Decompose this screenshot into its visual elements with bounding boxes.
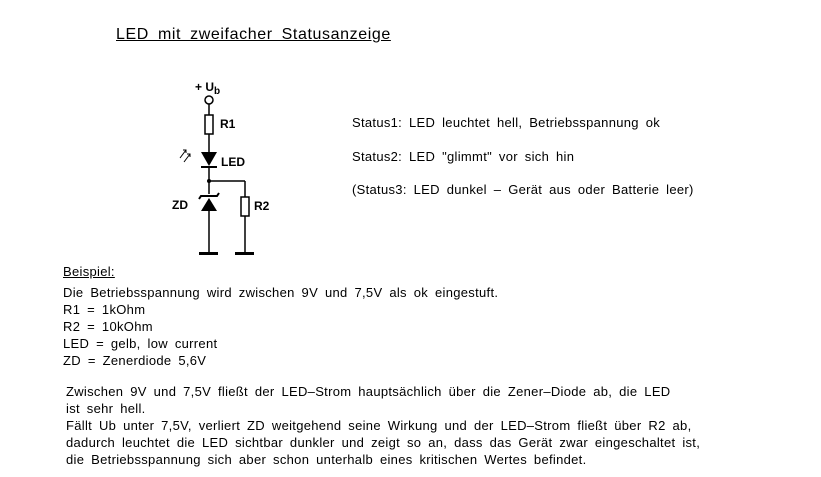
status-2-text: Status2: LED "glimmt" vor sich hin <box>352 149 575 164</box>
example-line: R2 = 10kOhm <box>63 319 153 334</box>
ground-symbol <box>235 252 254 255</box>
ground-symbol <box>199 252 218 255</box>
supply-label: + Ub <box>195 80 220 97</box>
zener-diode-symbol <box>201 198 217 211</box>
status-3-text: (Status3: LED dunkel – Gerät aus oder Ba… <box>352 182 694 197</box>
example-line: ZD = Zenerdiode 5,6V <box>63 353 207 368</box>
zener-cathode-bar <box>198 192 220 200</box>
resistor-r1 <box>204 114 214 135</box>
zd-label: ZD <box>172 198 188 212</box>
explanation-line: ist sehr hell. <box>66 401 146 416</box>
page-title: LED mit zweifacher Statusanzeige <box>116 26 391 43</box>
explanation-line: Zwischen 9V und 7,5V fließt der LED–Stro… <box>66 384 671 399</box>
explanation-line: die Betriebsspannung sich aber schon unt… <box>66 452 587 467</box>
example-line: LED = gelb, low current <box>63 336 218 351</box>
supply-terminal <box>204 95 214 105</box>
r1-label: R1 <box>220 117 236 131</box>
r2-label: R2 <box>254 199 270 213</box>
led-label: LED <box>221 155 245 169</box>
resistor-r2 <box>240 196 250 217</box>
example-heading: Beispiel: <box>63 264 115 279</box>
circuit-schematic: + Ub R1 LED ZD R2 <box>172 80 270 255</box>
example-line: Die Betriebsspannung wird zwischen 9V un… <box>63 285 499 300</box>
light-arrows-icon <box>179 149 191 163</box>
example-line: R1 = 1kOhm <box>63 302 146 317</box>
status-1-text: Status1: LED leuchtet hell, Betriebsspan… <box>352 115 661 130</box>
led-symbol <box>201 152 217 166</box>
explanation-line: Fällt Ub unter 7,5V, verliert ZD weitgeh… <box>66 418 692 433</box>
explanation-line: dadurch leuchtet die LED sichtbar dunkle… <box>66 435 701 450</box>
